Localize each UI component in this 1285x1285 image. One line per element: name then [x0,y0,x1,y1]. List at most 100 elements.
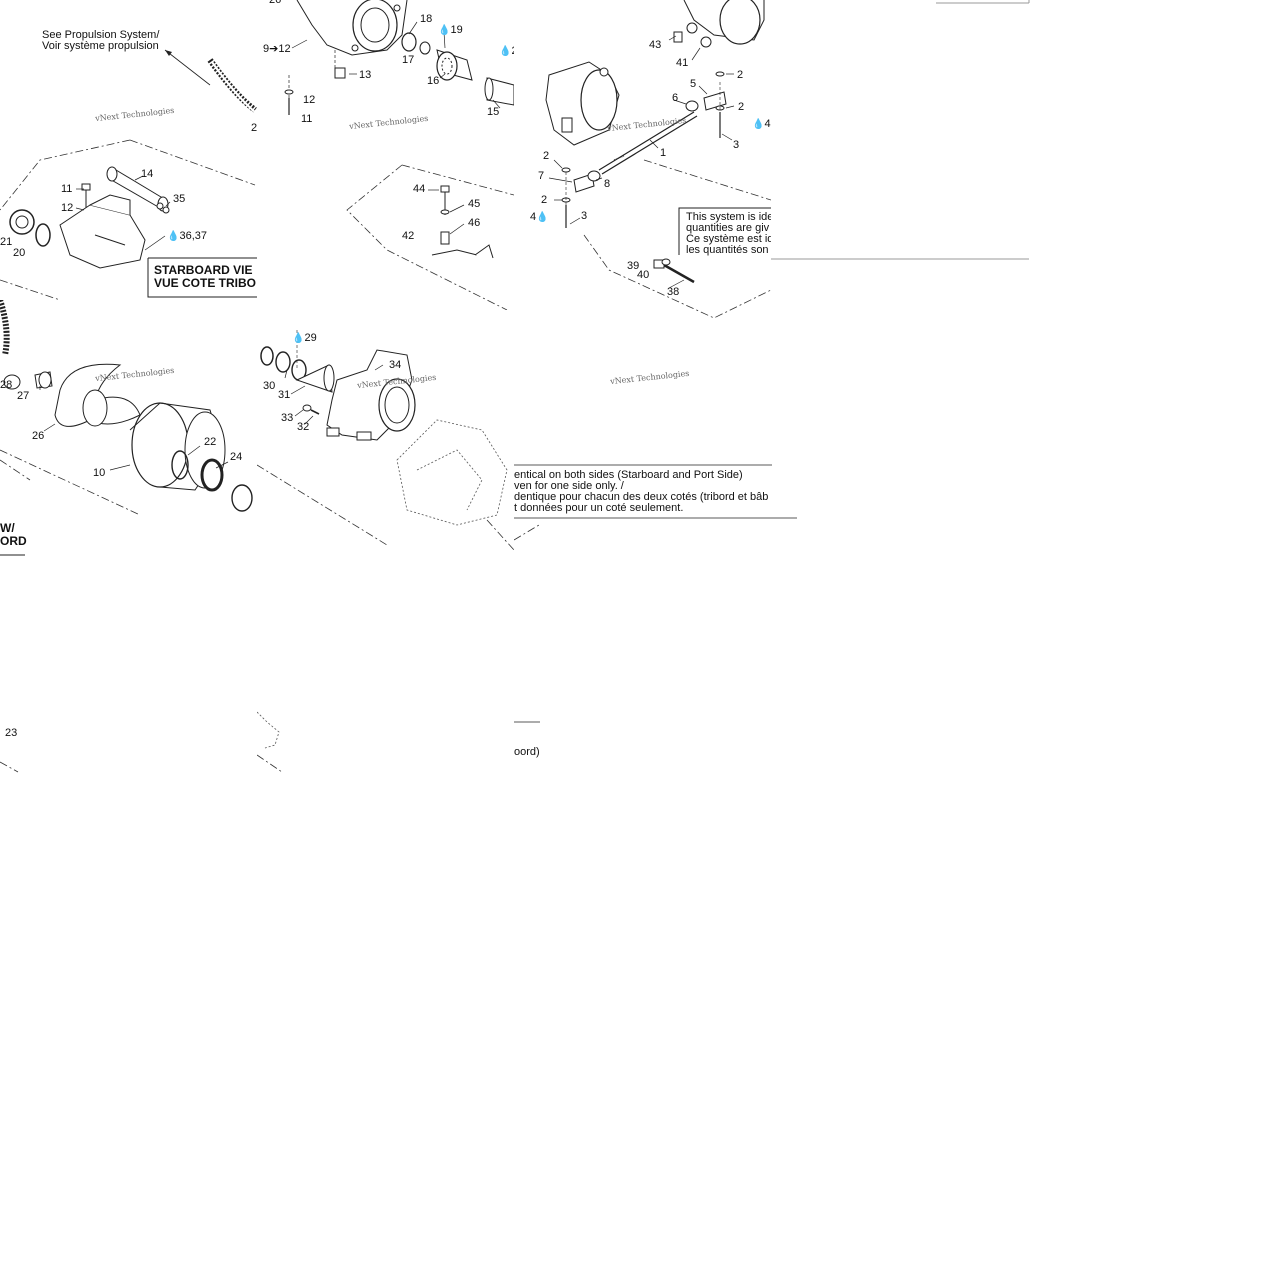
oil-drop-icon: 💧 [167,231,180,242]
system-note-line: ven for one side only. / [514,480,624,492]
part-label: 41 [676,57,689,69]
part-label: 2 [251,122,257,134]
part-label: 3 [581,210,588,222]
part-label: 34 [389,359,402,371]
part-label: 💧25 [499,45,514,58]
part-label: 42 [402,230,415,242]
part-label-text: 29 [304,332,317,344]
diagram-tile-middle-middle: 💧29 34 vNext Technologies 30 31 33 32 [257,320,514,550]
system-note-line: les quantités son [686,244,769,256]
diagram-tile-bottom-left: 23 [0,700,257,780]
part-label: 22 [204,436,217,448]
part-label: 12 [61,202,74,214]
propulsion-reference-text: See Propulsion System/ Voir système prop… [42,30,159,52]
system-note-line: This system is ide [686,211,771,223]
oil-drop-icon: 💧 [292,333,305,344]
diagram-tile-middle-right: vNext Technologies entical on both sides… [514,320,797,545]
part-label: 13 [359,69,372,81]
part-label: 12 [303,94,316,106]
system-note-cropped: oord) [514,746,540,758]
part-label: 2 [543,150,550,162]
part-label: 18 [420,13,433,25]
oil-drop-icon: 💧 [536,212,549,223]
propulsion-reference-line-en: See Propulsion System/ [42,29,160,41]
part-label-text: 4 [764,118,771,130]
tile-middle-left-drawing [0,300,253,556]
part-label-text: 19 [450,24,463,36]
system-note-cropped: entical on both sides (Starboard and Por… [514,470,768,514]
part-label: 1 [660,147,667,159]
part-label: 3 [733,139,740,151]
part-label: 14 [141,168,154,180]
diagram-tile-bottom-middle: oord) [257,700,547,780]
part-label: 11 [301,113,313,125]
part-label: 26 [32,430,45,442]
part-label-text: 25 [511,45,514,57]
part-label: 2 [737,69,744,81]
part-label: 8 [604,178,611,190]
part-label: 💧36,37 [167,230,207,243]
tile-bottom-middle-drawing [257,711,540,773]
part-label: 💧29 [292,332,317,345]
tile-bottom-left-drawing [0,761,19,773]
part-label: 30 [263,380,276,392]
part-label: 💧4 [752,118,771,131]
part-label: 32 [297,421,310,433]
system-note-line: quantities are giv [686,222,770,234]
part-label: 17 [402,54,415,66]
diagram-tile-middle-left: 5 vNext Technologies 28 27 26 22 24 10 W… [0,300,257,560]
part-label: 44 [413,183,426,195]
part-label: 5 [690,78,697,90]
part-label: 2 [541,194,548,206]
part-label: 6 [672,92,679,104]
diagram-tile-top-middle: 26 18 💧19 9➔12 💧25 17 13 16 12 15 11 vNe… [257,0,514,310]
view-title-line-en: W/ [0,521,15,535]
part-label: 2 [738,101,745,113]
part-label: 10 [93,467,106,479]
part-label: 💧19 [438,24,463,37]
part-label: 24 [230,451,243,463]
diagram-tile-top-left: See Propulsion System/ Voir système prop… [0,0,257,300]
part-label: 45 [468,198,481,210]
part-label: 4💧 [530,211,549,224]
starboard-view-title-cropped: W/ ORD [0,522,27,548]
system-note-line: Ce système est id [686,233,771,245]
part-label: 15 [487,106,500,118]
part-label: 16 [427,75,440,87]
starboard-view-title-cropped: STARBOARD VIE VUE COTE TRIBO [154,264,256,290]
part-label: 38 [667,286,680,298]
part-label: 20 [13,247,26,259]
system-note-line: t données pour un coté seulement. [514,502,684,514]
tile-top-middle-drawing [284,0,514,310]
part-label-text: 36,37 [179,230,207,242]
oil-drop-icon: 💧 [752,119,765,130]
part-label: 21 [0,236,13,248]
part-label: 46 [468,217,481,229]
system-note-line: entical on both sides (Starboard and Por… [514,469,743,481]
page-frame-lines [771,0,1030,260]
part-label: 27 [17,390,30,402]
tile-top-right-drawing [545,0,771,319]
tile-top-left-drawing [0,49,257,300]
tile-middle-right-drawing [514,464,797,541]
part-label-text: 4 [530,211,537,223]
part-label: 35 [173,193,186,205]
part-label: 39 [627,260,640,272]
part-label: 9➔12 [263,43,291,55]
diagram-tile-top-right: 413041 43 41 2 5 6 2 💧4 vNext Technologi… [514,0,771,320]
oil-drop-icon: 💧 [438,25,451,36]
view-title-line-fr: VUE COTE TRIBO [154,276,257,290]
tile-middle-middle-drawing [257,330,514,550]
part-label: 23 [5,727,18,739]
propulsion-reference-line-fr: Voir système propulsion [42,40,159,52]
part-label: 31 [278,389,291,401]
system-note-line: dentique pour chacun des deux cotés (tri… [514,491,769,503]
part-label: 26 [269,0,282,6]
system-note-cropped: This system is ide quantities are giv Ce… [686,212,771,256]
part-label: 33 [281,412,294,424]
part-label: 43 [649,39,662,51]
part-label: 11 [61,183,73,195]
view-title-line-fr: ORD [0,534,27,548]
oil-drop-icon: 💧 [499,46,512,57]
part-label: 7 [538,170,545,182]
